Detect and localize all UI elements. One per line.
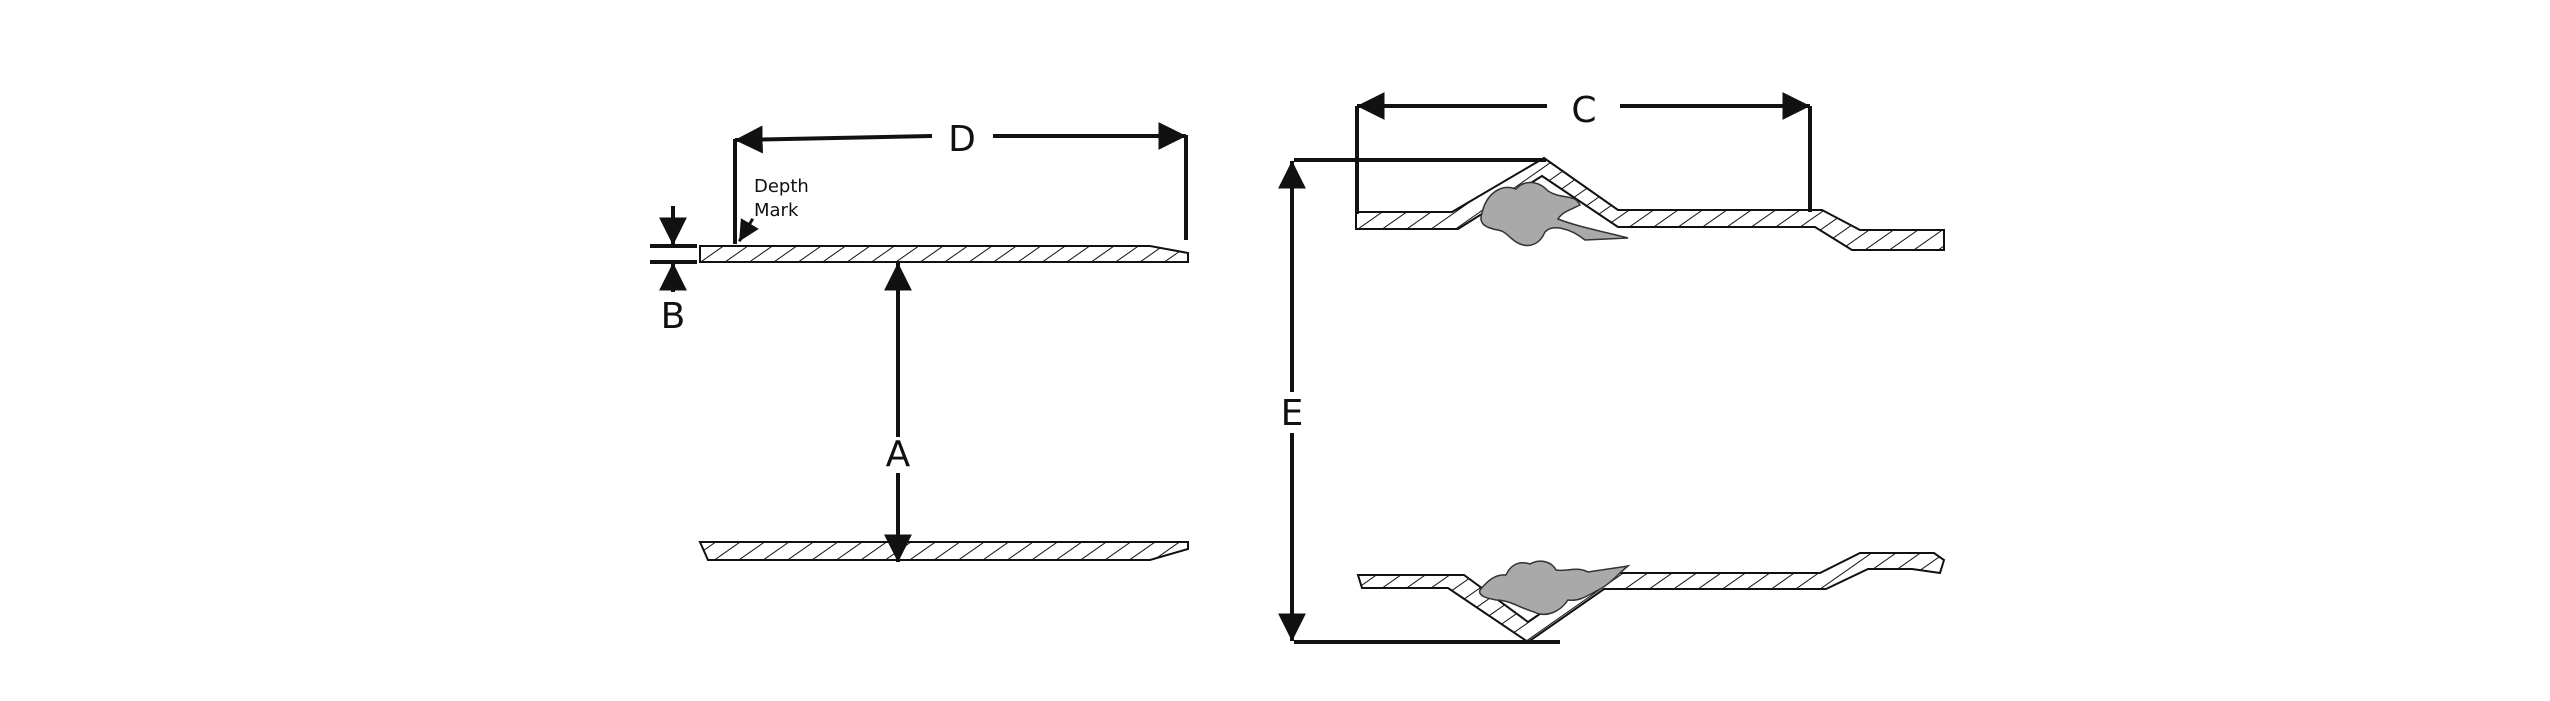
label-e: E (1281, 393, 1304, 434)
dimension-e: E (1278, 158, 1560, 644)
depth-mark-annotation: Depth Mark (737, 176, 809, 243)
dimension-a: A (884, 262, 912, 563)
left-figure: D Depth Mark B A (650, 119, 1189, 563)
dimension-d: D (733, 119, 1188, 244)
right-blob-bottom (1478, 560, 1631, 616)
label-c: C (1571, 90, 1596, 131)
dimension-b: B (650, 206, 697, 337)
right-blob-top (1480, 181, 1629, 247)
depth-mark-label-line2: Mark (754, 200, 799, 221)
right-pipe-wall-bottom (1356, 552, 1946, 644)
label-d: D (948, 119, 976, 160)
right-figure: C E (1278, 90, 1946, 644)
depth-mark-label-line1: Depth (754, 176, 809, 197)
right-pipe-wall-top (1355, 156, 1945, 251)
left-pipe-wall-top (699, 245, 1189, 263)
label-a: A (886, 434, 911, 475)
label-b: B (661, 296, 686, 337)
left-pipe-wall-bottom (698, 541, 1189, 561)
